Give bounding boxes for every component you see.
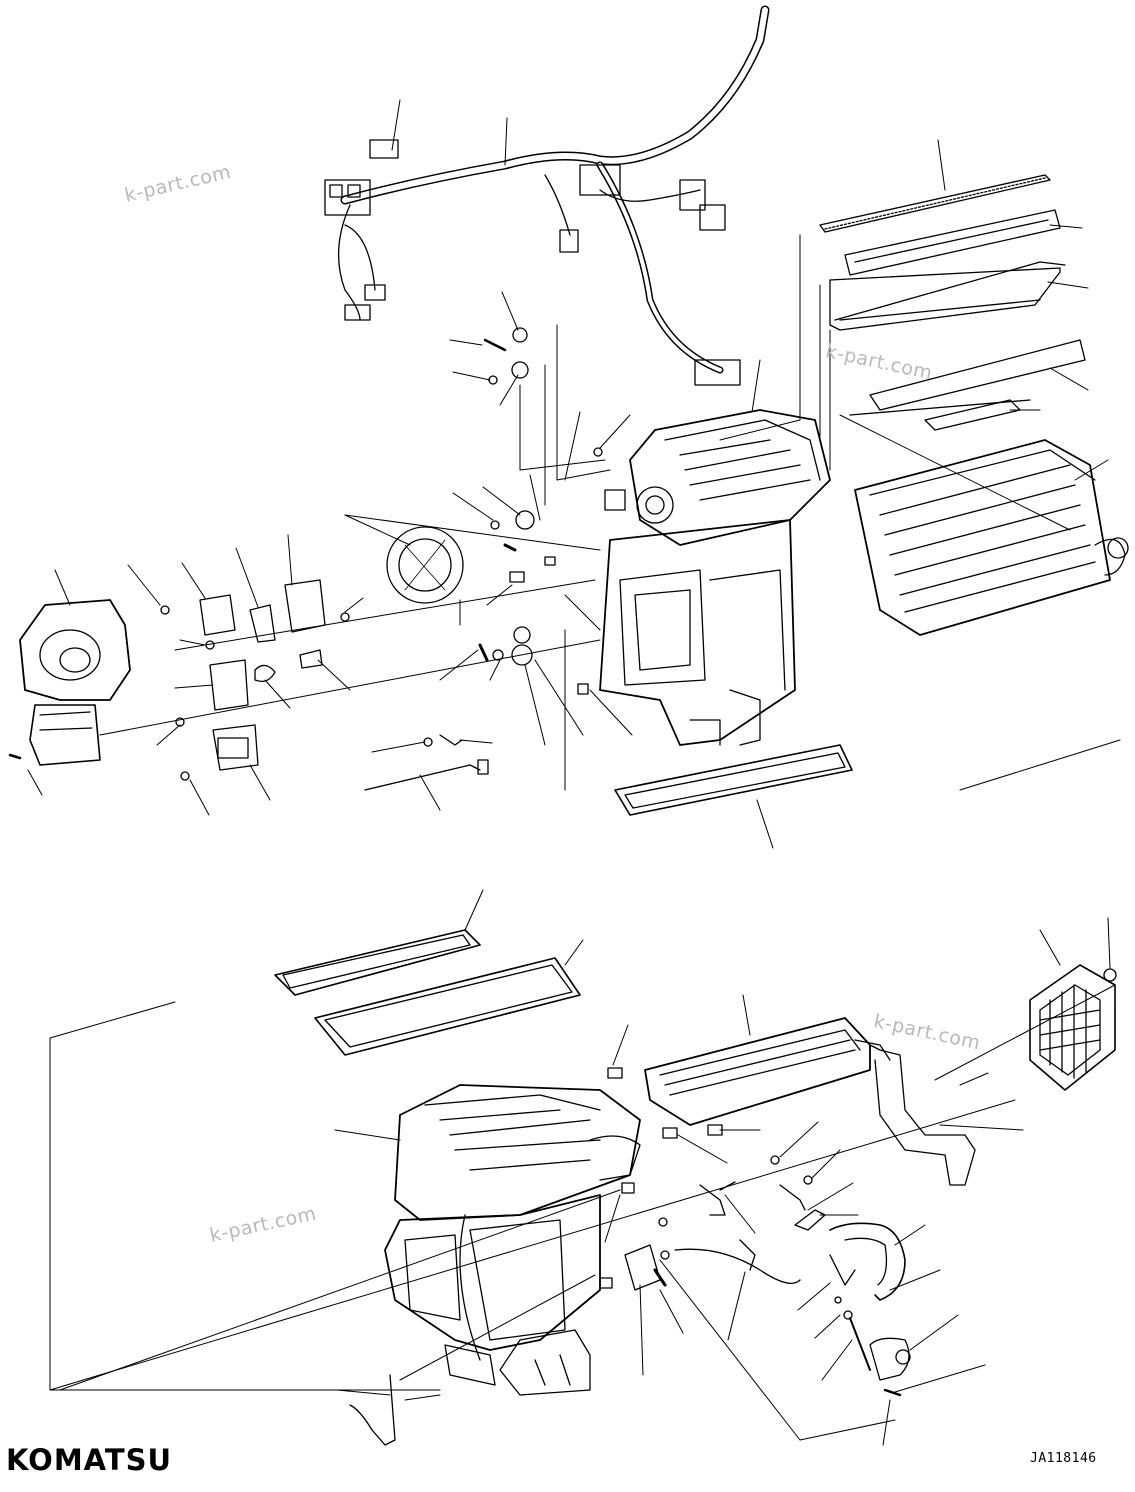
- heater-core: [644, 994, 976, 1186]
- evaporator-core: [854, 439, 1129, 636]
- upper-leader-lines: [99, 291, 1121, 849]
- blower-module: [8, 569, 131, 796]
- figure-code: JA118146: [1030, 1451, 1097, 1466]
- wiring-harness: [324, 5, 770, 386]
- harness-leader-lines: [391, 99, 508, 166]
- filter-assembly: [819, 174, 1086, 431]
- filter-leader-lines: [719, 139, 1089, 471]
- lower-leader-lines: [49, 1001, 1024, 1446]
- hvac-unit-upper: [599, 359, 831, 746]
- seal-gaskets: [274, 889, 584, 1056]
- komatsu-logo: KOMATSU: [6, 1443, 173, 1477]
- hvac-unit-lower: [334, 1084, 641, 1396]
- actuators-and-fasteners-upper: [160, 327, 853, 816]
- filter-grille: [934, 917, 1117, 1091]
